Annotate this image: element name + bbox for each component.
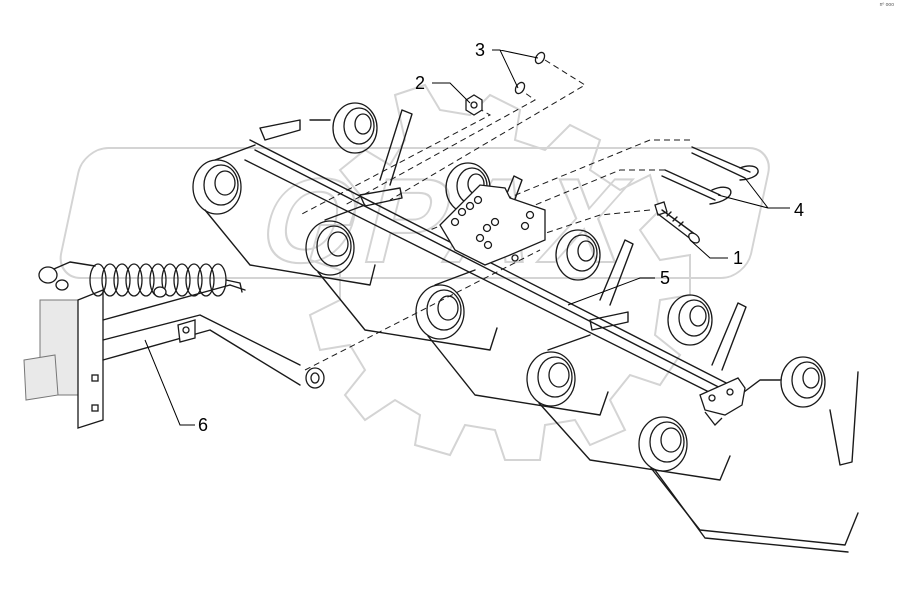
explode-line-4a: [429, 139, 690, 231]
pin-part: [661, 146, 759, 205]
mounting-plate: [439, 184, 546, 266]
tine-frame: [244, 119, 741, 406]
spring-tine: [667, 294, 747, 371]
callout-5: 5: [660, 268, 670, 288]
leader-6: [144, 339, 195, 426]
callout-6: 6: [198, 415, 208, 435]
spring-tine: [739, 356, 859, 466]
tension-spring: [38, 261, 243, 298]
leader-4: [717, 177, 790, 209]
watermark-gear-icon: [308, 83, 691, 461]
spring-coils: [89, 263, 227, 297]
callout-labels: 1 2 3 4 5 6: [198, 40, 804, 435]
callout-2: 2: [415, 73, 425, 93]
tine-clamp: [699, 377, 746, 426]
leader-3: [492, 49, 539, 89]
explode-line-6: [304, 249, 541, 371]
spring-tine: [415, 269, 609, 416]
nut-part: [465, 94, 483, 116]
bolt-part: [654, 201, 700, 244]
leader-5: [567, 277, 655, 306]
circlip-part: [514, 51, 546, 95]
spring-tine: [192, 144, 376, 286]
spring-tine: [638, 416, 859, 553]
leader-2: [432, 82, 471, 104]
watermark-plate: [59, 147, 770, 279]
explode-line-3: [389, 59, 586, 201]
explode-line-3b: [344, 87, 536, 206]
callout-1: 1: [733, 248, 743, 268]
callout-leaders: [144, 49, 790, 426]
mounting-bracket: [23, 289, 104, 429]
spring-tine: [309, 102, 413, 186]
spring-tine: [305, 204, 498, 351]
spring-tine: [555, 229, 634, 306]
callout-4: 4: [794, 200, 804, 220]
leader-1: [689, 239, 728, 259]
arm-part: [102, 284, 325, 389]
spring-tines: [192, 102, 859, 553]
corner-code: nº ooo: [879, 2, 894, 8]
callout-3: 3: [475, 40, 485, 60]
